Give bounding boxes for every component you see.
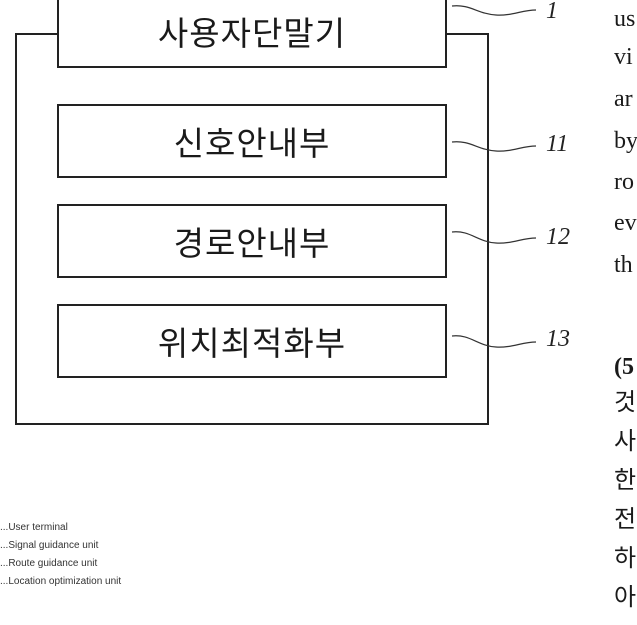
- side-text-line: by: [614, 124, 637, 159]
- side-text-line: 아: [614, 581, 636, 616]
- leader-line-1: [452, 6, 536, 15]
- legend-item-11: ...Signal guidance unit: [0, 540, 98, 551]
- side-text-line: 전: [614, 503, 636, 538]
- ref-12: 12: [546, 224, 570, 251]
- side-text-line: 하: [614, 542, 636, 577]
- legend-item-1: ...User terminal: [0, 522, 68, 533]
- side-text-line: vi: [614, 40, 633, 75]
- leader-line-12: [452, 232, 536, 243]
- side-text-line: us: [614, 2, 635, 37]
- leader-line-11: [452, 142, 536, 151]
- side-text-line: ev: [614, 206, 637, 241]
- side-text-line: 것: [614, 386, 636, 421]
- side-text-line: 사: [614, 425, 636, 460]
- ref-13: 13: [546, 326, 570, 353]
- ref-11: 11: [546, 131, 568, 158]
- side-text-line: (5: [614, 350, 634, 385]
- side-text-line: ro: [614, 165, 634, 200]
- side-text-line: ar: [614, 82, 633, 117]
- legend-item-12: ...Route guidance unit: [0, 558, 97, 569]
- ref-1: 1: [546, 0, 558, 25]
- leader-line-13: [452, 336, 536, 347]
- side-text-line: 한: [614, 464, 636, 499]
- side-text-line: th: [614, 248, 633, 283]
- legend-item-13: ...Location optimization unit: [0, 576, 121, 587]
